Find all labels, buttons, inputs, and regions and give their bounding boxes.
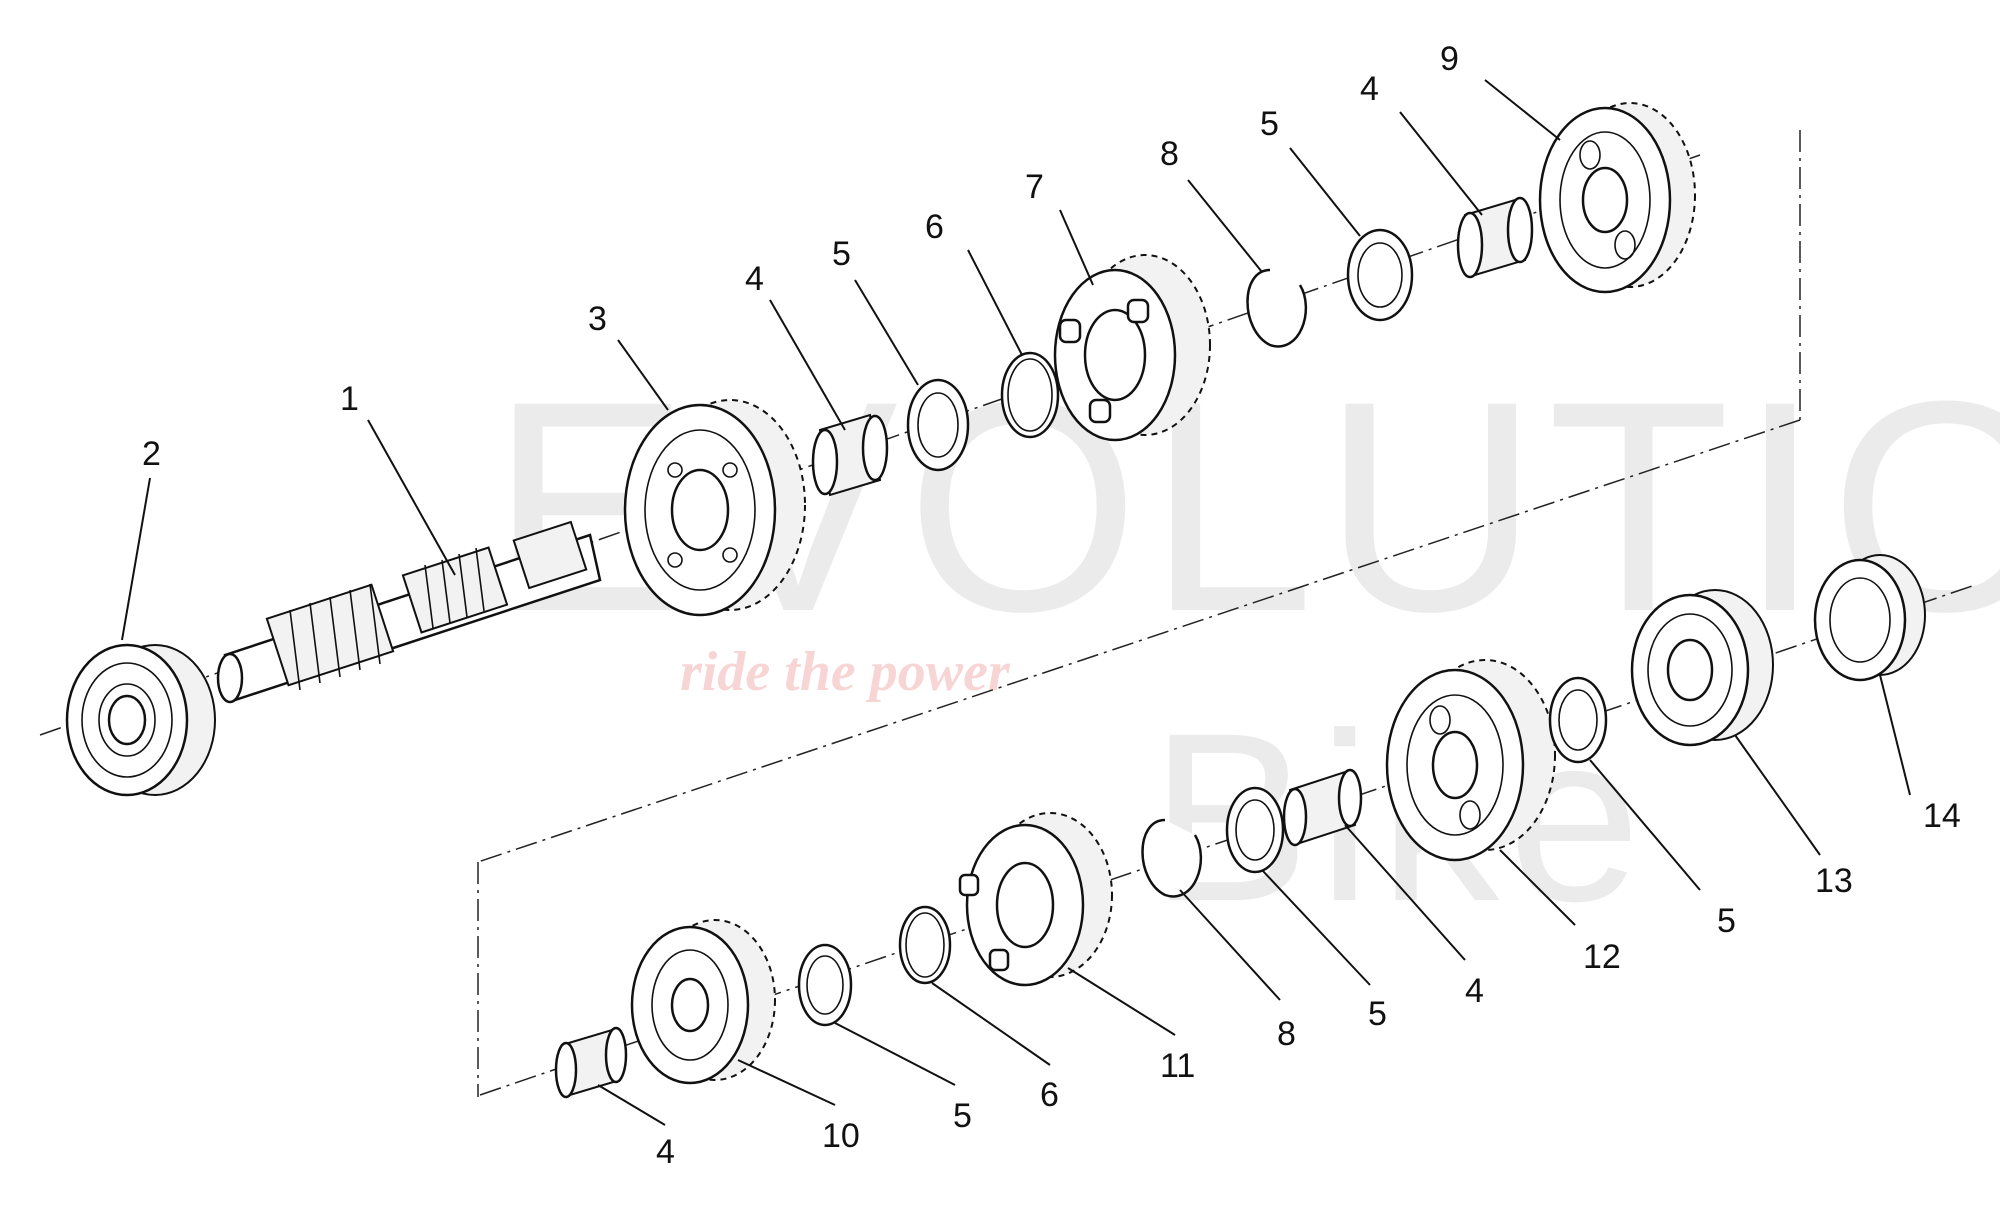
part-5-shim-b <box>1346 228 1414 322</box>
leader-11 <box>1067 967 1176 1036</box>
leader-12 <box>1499 849 1576 926</box>
leader-2 <box>121 477 151 641</box>
callout-12: 12 <box>1583 938 1621 976</box>
part-4-needle-bearing-b <box>1456 196 1534 279</box>
leader-3 <box>617 339 669 411</box>
leader-5c <box>1589 759 1701 891</box>
part-5-shim-d <box>1225 786 1285 874</box>
leader-6b <box>931 982 1051 1066</box>
callout-2: 2 <box>142 435 161 473</box>
part-8-circlip-a <box>1246 268 1308 348</box>
part-10-gear <box>630 919 776 1085</box>
part-6-snap-ring-a <box>1000 351 1060 439</box>
callout-10: 10 <box>822 1117 860 1155</box>
part-5-shim-e <box>797 943 853 1027</box>
callout-4c: 4 <box>1465 972 1484 1010</box>
callout-5c: 5 <box>1717 902 1736 940</box>
leader-13 <box>1734 734 1821 856</box>
callout-6b: 6 <box>1040 1076 1059 1114</box>
leader-9 <box>1484 79 1561 141</box>
leader-4b <box>1399 111 1483 216</box>
leader-1 <box>367 419 456 576</box>
leader-7 <box>1059 209 1094 286</box>
callout-8b: 8 <box>1277 1015 1296 1053</box>
callout-4b: 4 <box>1360 70 1379 108</box>
part-8-circlip-b <box>1141 818 1203 898</box>
part-1-main-shaft <box>216 520 602 704</box>
leader-10 <box>737 1059 836 1106</box>
connector-axis-diagonal <box>477 419 1801 863</box>
part-5-shim-a <box>906 378 970 472</box>
part-7-sliding-gear <box>1053 254 1211 442</box>
part-4-needle-bearing-a <box>811 413 889 497</box>
callout-5b: 5 <box>1260 105 1279 143</box>
callout-4d: 4 <box>656 1133 675 1171</box>
callout-14: 14 <box>1923 797 1961 835</box>
part-13-ball-bearing <box>1630 589 1774 747</box>
leader-8a <box>1187 179 1263 273</box>
part-11-sliding-gear <box>958 812 1113 987</box>
callout-8a: 8 <box>1160 135 1179 173</box>
callout-11: 11 <box>1160 1047 1195 1085</box>
leader-6a <box>967 249 1023 356</box>
callout-7: 7 <box>1025 168 1044 206</box>
part-14-oil-seal <box>1813 554 1926 682</box>
callout-3: 3 <box>588 300 607 338</box>
part-2-ball-bearing <box>65 643 216 797</box>
callout-1: 1 <box>340 380 359 418</box>
part-3-gear <box>623 399 806 617</box>
callout-5a: 5 <box>832 235 851 273</box>
part-4-needle-bearing-c <box>1282 768 1363 847</box>
callout-labels: 2 1 3 4 5 6 7 8 5 4 9 14 13 5 12 4 5 8 1… <box>142 40 1961 1171</box>
leader-5e <box>834 1022 956 1086</box>
part-12-gear <box>1385 659 1556 862</box>
leader-4d <box>597 1084 666 1126</box>
leader-4c <box>1344 824 1466 961</box>
part-4-needle-bearing-d <box>554 1026 628 1099</box>
part-9-gear <box>1538 102 1696 294</box>
leader-14 <box>1879 674 1911 796</box>
leader-5a <box>854 279 919 386</box>
callout-13: 13 <box>1815 862 1853 900</box>
leader-4a <box>769 299 846 431</box>
leader-5b <box>1289 147 1361 237</box>
leader-lines <box>121 79 1911 1126</box>
callout-9: 9 <box>1440 40 1459 78</box>
part-5-shim-c <box>1548 676 1608 764</box>
callout-5e: 5 <box>953 1097 972 1135</box>
part-6-snap-ring-b <box>898 905 952 985</box>
callout-6a: 6 <box>925 208 944 246</box>
callout-4a: 4 <box>745 260 764 298</box>
leader-5d <box>1261 869 1371 986</box>
callout-5d: 5 <box>1368 995 1387 1033</box>
watermark-tagline: ride the power <box>680 641 1011 703</box>
leader-8b <box>1179 889 1281 1001</box>
